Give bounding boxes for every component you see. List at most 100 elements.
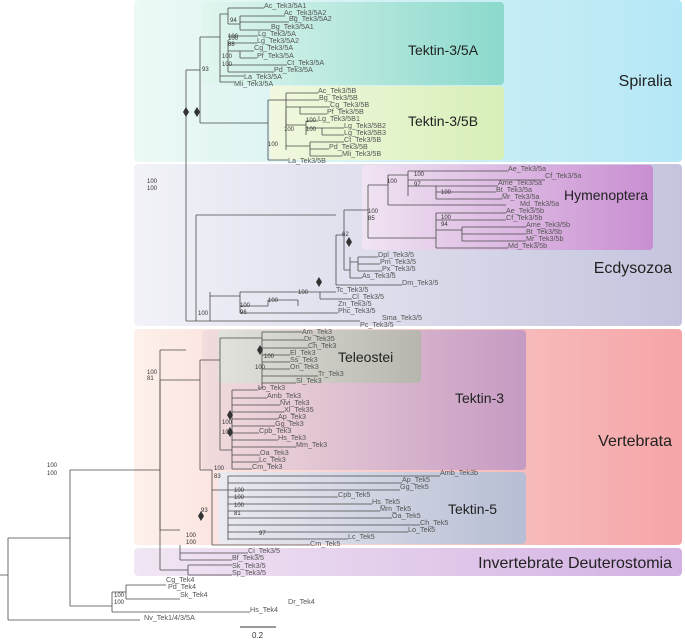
duplication-node-marker [227, 410, 233, 420]
taxon-label: Cg_Tek4 [166, 575, 194, 584]
taxon-label: Mm_Tek5 [380, 504, 411, 513]
taxon-label: Ae_Tek3/5a [508, 164, 546, 173]
taxon-label: Ch_Tek3 [308, 341, 336, 350]
support-value: 100 [284, 127, 295, 133]
tree-branch [407, 170, 545, 200]
duplication-node-marker [198, 511, 204, 521]
tree-branch [209, 292, 360, 322]
support-value: 100 [228, 34, 239, 40]
taxon-label: Md_Tek3/5b [508, 241, 547, 250]
taxon-label: Lo_Tek5 [408, 525, 435, 534]
taxon-label: La_Tek3/5A [244, 72, 282, 81]
support-value: 100 [298, 290, 309, 296]
tree-branch [343, 209, 368, 271]
support-value: 100 [147, 370, 158, 376]
taxon-label: Gg_Tek5 [400, 482, 429, 491]
support-value: 93 [201, 508, 208, 514]
tree-branch [239, 15, 289, 31]
taxon-label: Cm_Tek5 [310, 539, 340, 548]
tektin-3-5a-label: Tektin-3/5A [408, 42, 479, 58]
support-value: 100 [147, 186, 158, 192]
taxon-label: Amb_Tek3b [440, 468, 478, 477]
taxon-label: Pd_Tek3/5A [274, 65, 313, 74]
taxon-label: Cpb_Tek3 [259, 426, 291, 435]
support-value: 100 [306, 118, 317, 124]
support-value: 100 [198, 311, 209, 317]
taxon-label: Pf_Tek3/5A [257, 51, 294, 60]
taxon-label: Lg_Tek3/5B3 [344, 128, 386, 137]
taxon-label: Cm_Tek3 [252, 462, 282, 471]
taxon-label: Cf_Tek3/5a [545, 171, 581, 180]
tree-branch [227, 62, 287, 73]
taxon-label: Sp_Tek3/5 [232, 568, 266, 577]
vertebrata-label: Vertebrata [598, 433, 672, 450]
tektin-3-5a-box [202, 2, 504, 85]
taxon-label: Dr_Tek4 [288, 597, 315, 606]
taxon-label: Oa_Tek5 [392, 511, 421, 520]
taxon-label: Ame_Tek3/5a [498, 178, 542, 187]
support-value: 85 [368, 216, 375, 222]
tree-branch [220, 7, 264, 25]
support-value: 100 [268, 142, 279, 148]
tree-branch [367, 184, 436, 239]
support-value: 81 [147, 376, 154, 382]
tree-branch [199, 359, 220, 471]
taxon-label: Hs_Tek5 [372, 497, 400, 506]
taxon-label: Px_Tek3/5 [382, 264, 416, 273]
support-value: 100 [441, 215, 452, 221]
taxon-label: Ct_Tek3/5B [344, 135, 381, 144]
taxon-label: Sma_Tek3/5 [382, 313, 422, 322]
tree-branch [231, 389, 284, 469]
taxon-label: Mr_Tek3/5b [526, 234, 564, 243]
taxon-label: Lo_Tek3 [258, 383, 285, 392]
support-value: 93 [202, 67, 209, 73]
taxon-label: Ss_Tek3 [290, 355, 318, 364]
scale-bar-label: 0.2 [252, 631, 264, 640]
taxon-label: Hs_Tek4 [250, 605, 278, 614]
taxon-label: As_Tek3/5 [362, 271, 396, 280]
taxon-label: Lg_Tek3/5B1 [318, 114, 360, 123]
invertebrate-deuterostomia-region [134, 548, 682, 576]
hymenoptera-label: Hymenoptera [564, 187, 648, 203]
support-value: 100 [414, 172, 425, 178]
tree-branch [286, 120, 344, 136]
taxon-label: Ch_Tek5 [420, 518, 448, 527]
duplication-node-marker [227, 427, 233, 437]
taxon-label: Ci_Tek3/5 [248, 546, 280, 555]
duplication-node-marker [346, 237, 352, 247]
tree-branch [219, 14, 244, 83]
invertebrate-deuterostomia-label: Invertebrate Deuterostomia [478, 555, 672, 572]
taxon-label: Phc_Tek3/5 [338, 306, 376, 315]
taxon-label: Cf_Tek3/5b [506, 213, 542, 222]
support-value: 94 [441, 222, 448, 228]
tree-branch [159, 379, 200, 531]
support-value: 100 [222, 54, 233, 60]
taxon-label: Oa_Tek3 [260, 448, 289, 457]
support-value: 62 [342, 232, 349, 238]
taxon-label: Sl_Tek3 [296, 376, 322, 385]
taxon-label: Nv_Tek1/4/3/5A [144, 613, 195, 622]
taxon-label: Xl_Tek35 [284, 405, 314, 414]
scale-bar: 0.2 [240, 626, 276, 640]
support-value: 100 [368, 209, 379, 215]
tree-branch [258, 331, 318, 389]
taxon-label: Lg_Tek3/5B2 [344, 121, 386, 130]
tree-branch [285, 106, 330, 128]
support-value: 100 [234, 488, 245, 494]
taxon-label: Sk_Tek3/5 [232, 561, 266, 570]
tree-branch [219, 337, 262, 451]
tree-branches [0, 7, 545, 621]
support-value: 88 [228, 42, 235, 48]
tektin-3-5b-box [270, 86, 504, 160]
taxon-label: Cg_Tek3/5B [330, 100, 369, 109]
taxon-label: Ac_Tek3/5A1 [264, 1, 306, 10]
taxon-label: Lc_Tek3 [259, 455, 286, 464]
support-value: 100 [114, 600, 125, 606]
support-value: 100 [222, 62, 233, 68]
support-value: 81 [234, 511, 241, 517]
support-value: 100 [255, 365, 266, 371]
support-value: 100 [234, 495, 245, 501]
taxon-label: Lc_Tek5 [348, 532, 375, 541]
taxon-label: Bt_Tek3/5b [526, 227, 562, 236]
